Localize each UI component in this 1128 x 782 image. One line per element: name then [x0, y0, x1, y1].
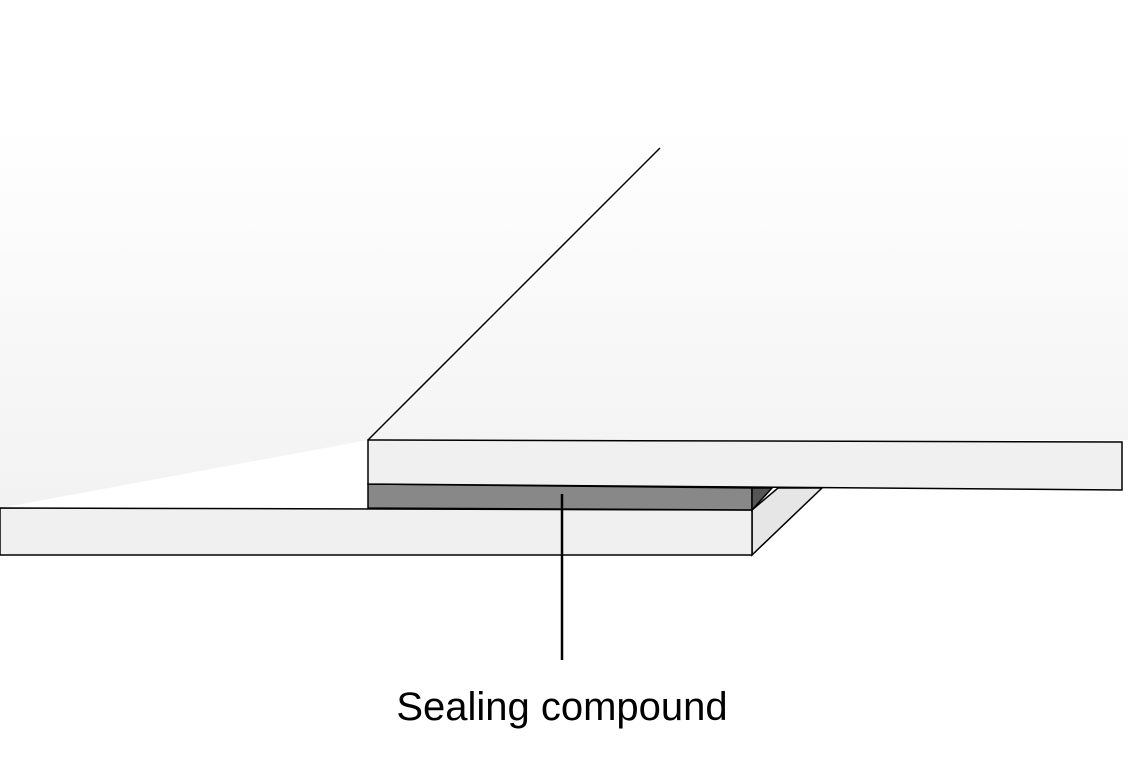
lower-sheet-front-edge: [0, 507, 753, 556]
sealing-compound-bead: [367, 483, 753, 511]
upper-sheet-front-edge: [367, 439, 1123, 491]
upper-sheet-diagonal-edge: [367, 147, 661, 441]
sealing-compound-label: Sealing compound: [396, 685, 727, 729]
upper-sheet-top-surface: [0, 120, 1128, 508]
sealing-compound-end: [751, 487, 774, 512]
